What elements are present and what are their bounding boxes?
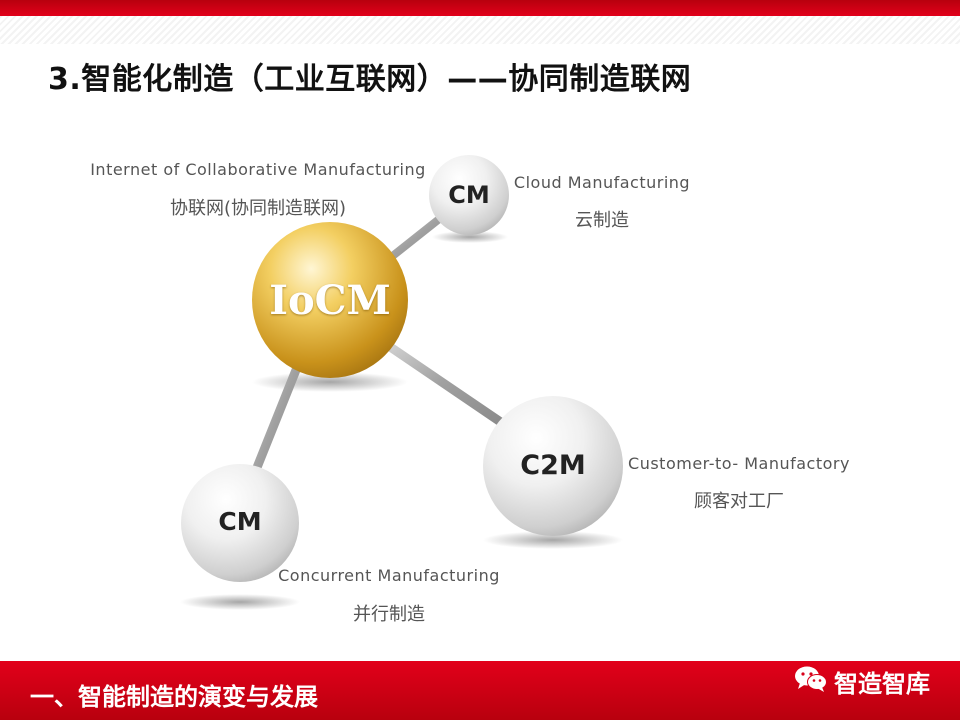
slide-title: 3.智能化制造（工业互联网）——协同制造联网: [48, 62, 692, 97]
connector-hub-c2m: [375, 335, 510, 430]
concurrent-node-shadow: [180, 594, 300, 610]
cloud-node-sphere: [429, 155, 509, 235]
cloud-name-en: Cloud Manufacturing: [513, 173, 691, 192]
c2m-node-sphere: [483, 396, 623, 536]
wechat-icon: [794, 665, 828, 697]
concurrent-name-en: Concurrent Manufacturing: [278, 566, 500, 585]
cloud-node-label: CM: [448, 181, 490, 209]
concurrent-node-label: CM: [218, 507, 262, 536]
hub-name-en: Internet of Collaborative Manufacturing: [90, 160, 426, 179]
concurrent-node-sphere: [181, 464, 299, 582]
connector-hub-cloud: [381, 208, 452, 266]
c2m-node-label: C2M: [520, 450, 586, 481]
c2m-node-shadow: [483, 531, 623, 549]
top-banner: [0, 0, 960, 16]
brand-name: 智造智库: [834, 669, 930, 698]
section-title: 一、智能制造的演变与发展: [30, 683, 318, 711]
c2m-name-zh: 顾客对工厂: [694, 491, 784, 512]
hub-sphere: [252, 222, 408, 378]
hub-label: IoCM: [269, 277, 391, 324]
cloud-name-zh: 云制造: [575, 210, 629, 231]
connector-hub-concurrent: [251, 350, 307, 475]
cloud-node-shadow: [432, 231, 508, 243]
c2m-name-en: Customer-to- Manufactory: [628, 454, 850, 473]
concurrent-name-zh: 并行制造: [353, 604, 425, 625]
top-decoration: [0, 16, 960, 44]
hub-name-zh: 协联网(协同制造联网): [169, 198, 347, 219]
brand-watermark: 智造智库: [794, 665, 930, 698]
